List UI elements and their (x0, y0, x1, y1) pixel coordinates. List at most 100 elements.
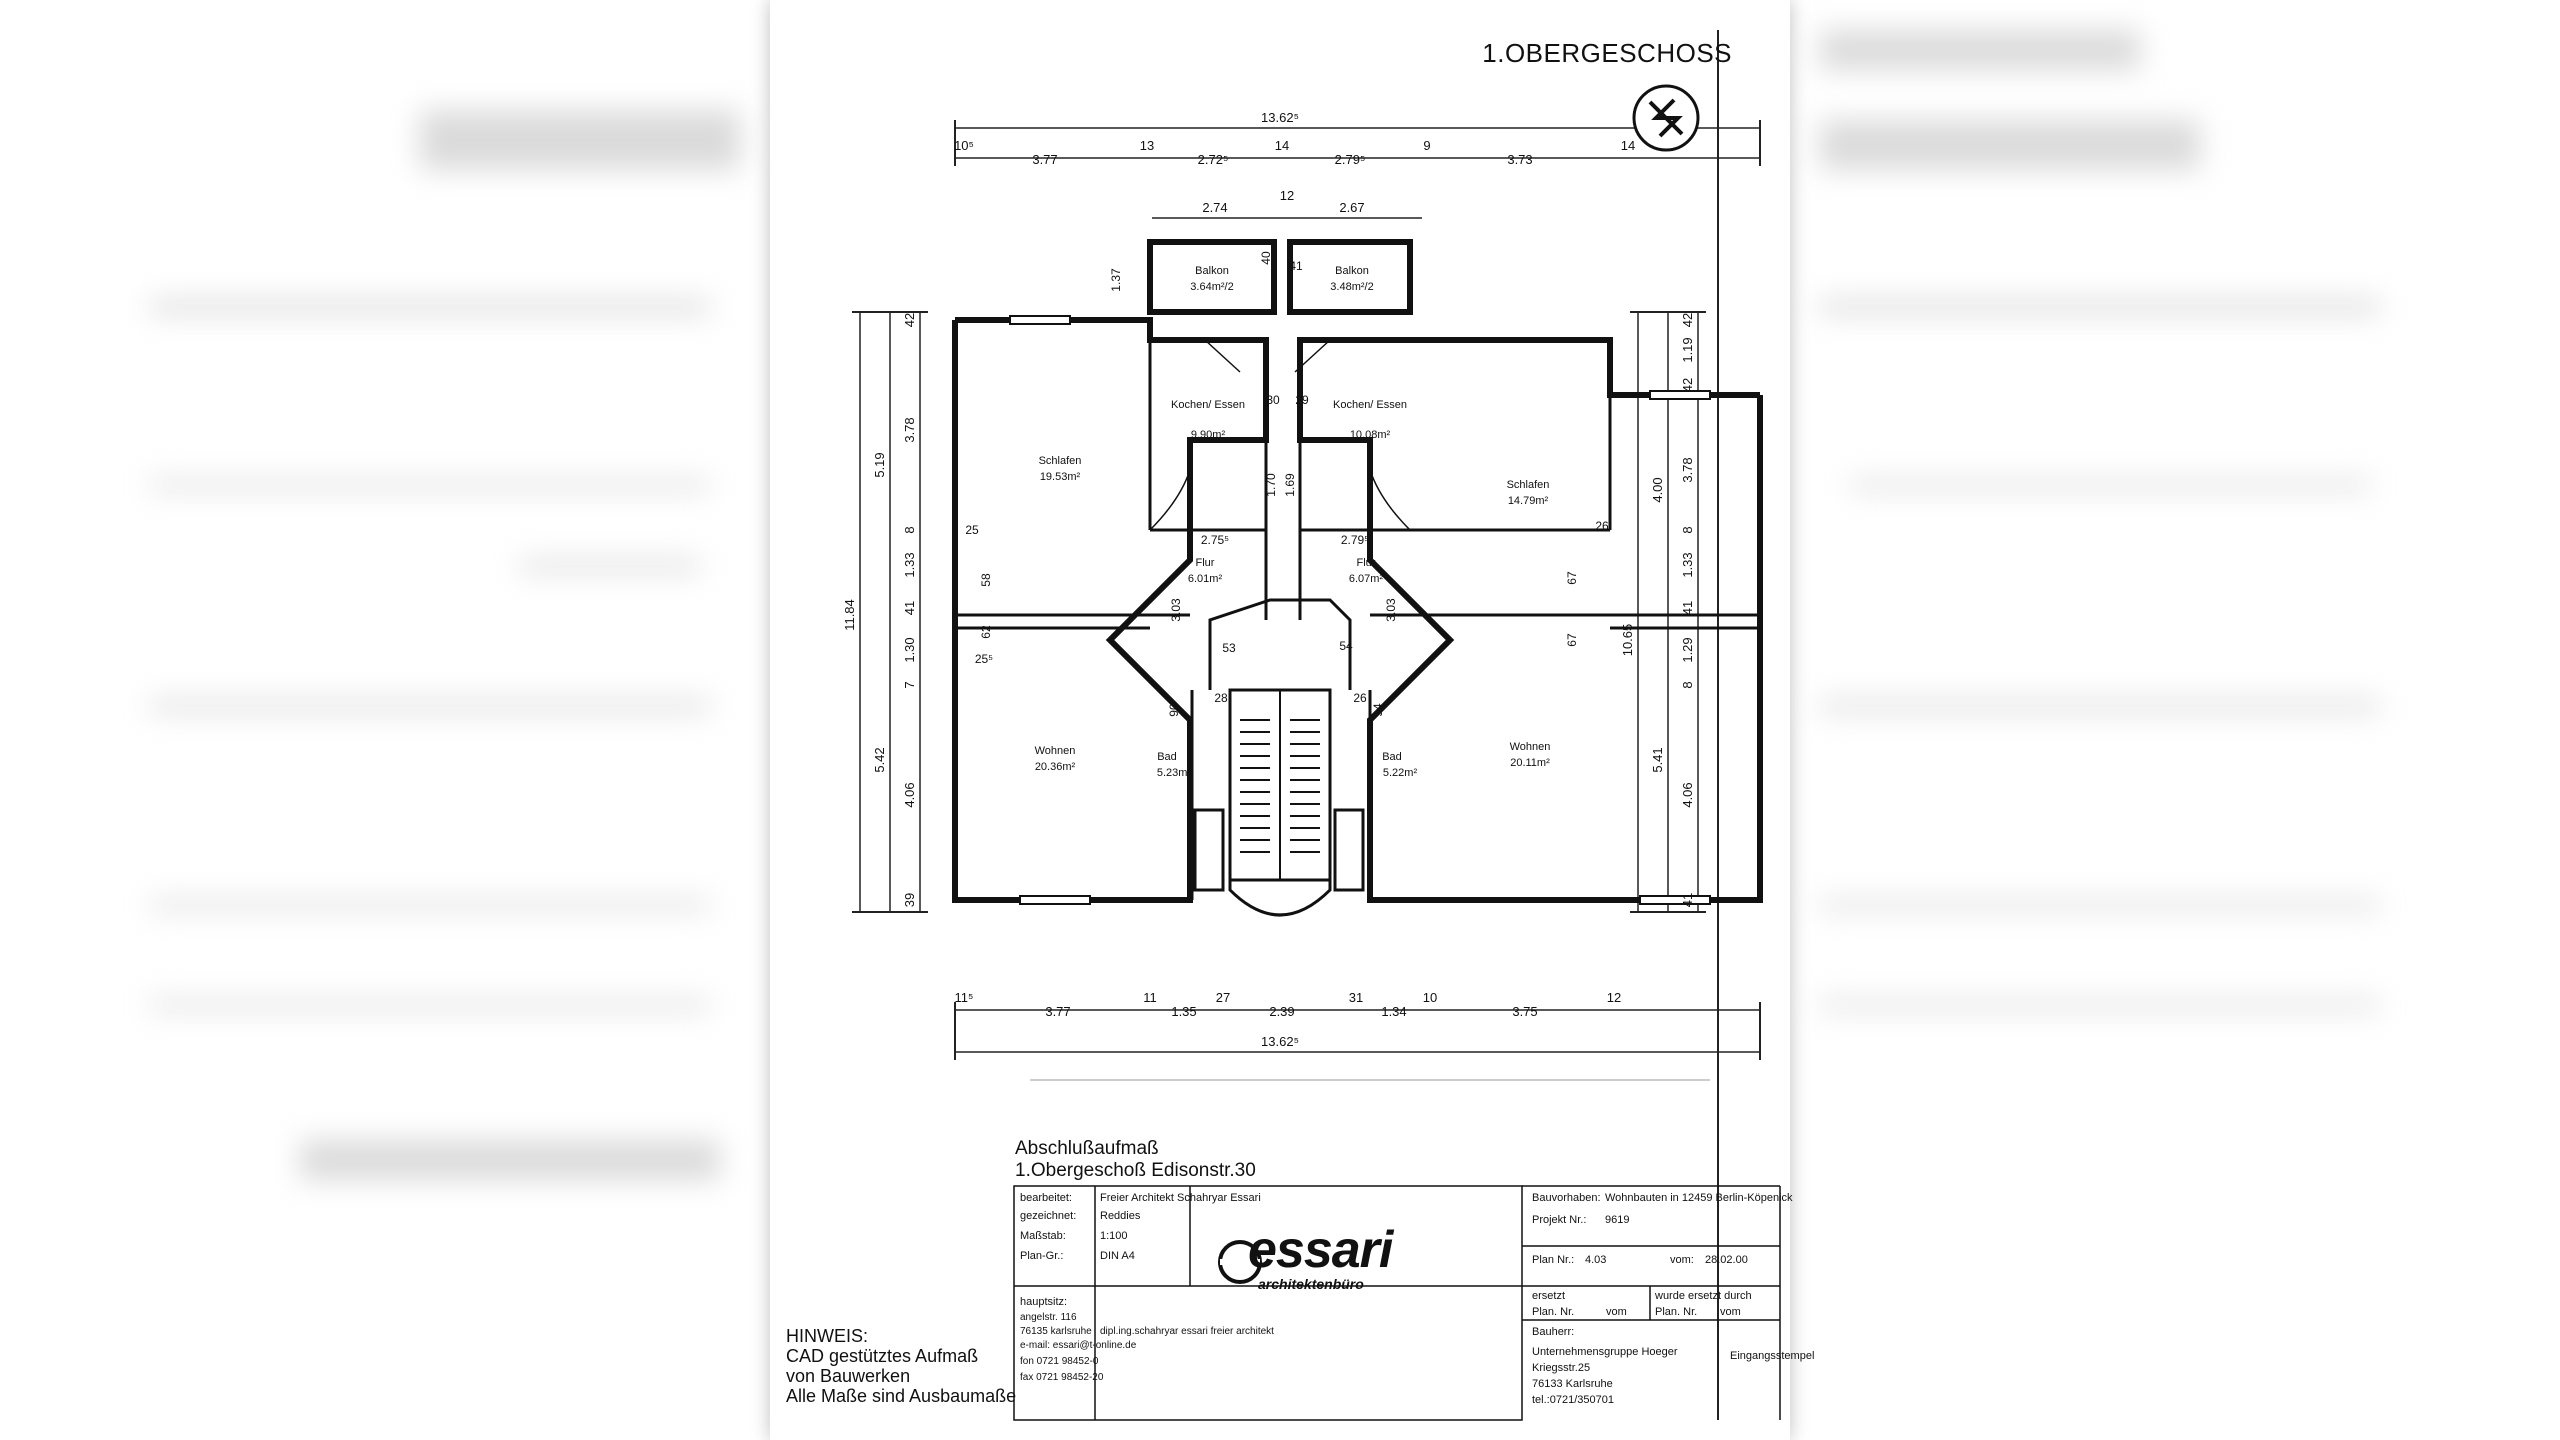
dim-misc: 67 (1565, 633, 1579, 647)
dim-bottom-seg: 1.34 (1381, 1004, 1406, 1019)
dim-misc: 94 (1371, 703, 1385, 717)
stair-step-number: 53 (1222, 641, 1236, 655)
note-block: HINWEIS: CAD gestütztes Aufmaß von Bauwe… (786, 1326, 1016, 1406)
room-area: 6.07m² (1349, 573, 1384, 585)
stair-step-number: 54 (1339, 639, 1353, 653)
room-name: Schlafen (1039, 455, 1082, 467)
tb-label: bearbeitet: (1020, 1192, 1072, 1204)
dim-top-seg: 3.77 (1032, 152, 1057, 167)
dim-misc: 41 (1289, 259, 1303, 273)
dim-misc: 3.03 (1384, 598, 1398, 622)
note-line: HINWEIS: (786, 1326, 869, 1346)
room-area: 9.90m² (1191, 429, 1226, 441)
note-line: Alle Maße sind Ausbaumaße (786, 1386, 1017, 1406)
floor-plan-sheet: 1.OBERGESCHOSS 13.62⁵ 10⁵ 3.77 13 2.72⁵ … (770, 0, 1814, 1440)
dim-top-seg: 2.72⁵ (1198, 152, 1229, 167)
dim-misc: 67 (1565, 571, 1579, 585)
tb-value: 76133 Karlsruhe (1532, 1378, 1613, 1390)
dim-left-b: 1.30 (902, 637, 917, 662)
dim-right-total: 10.65 (1620, 624, 1635, 657)
tb-label: gezeichnet: (1020, 1210, 1077, 1222)
tb-label: Bauvorhaben: (1532, 1192, 1601, 1204)
dim-top-seg: 14 (1275, 138, 1289, 153)
dim-right-b: 1.19 (1680, 337, 1695, 362)
dim-misc: 25 (965, 523, 979, 537)
room-name: Schlafen (1507, 479, 1550, 491)
room-name: Kochen/ Essen (1333, 399, 1407, 411)
company-logo: essari (1248, 1221, 1393, 1279)
tb-label: hauptsitz: (1020, 1296, 1068, 1308)
dim-balcony: 12 (1280, 188, 1294, 203)
tb-label: Plan-Gr.: (1020, 1250, 1064, 1262)
dim-bottom-seg: 27 (1216, 990, 1230, 1005)
dim-left-b: 42 (902, 313, 917, 327)
dim-bottom-seg: 2.39 (1269, 1004, 1294, 1019)
tb-value: Wohnbauten in 12459 Berlin-Köpenick (1605, 1192, 1793, 1204)
dim-left-a: 5.42 (872, 747, 887, 772)
tb-value: Kriegsstr.25 (1532, 1362, 1591, 1374)
dim-left-a: 5.19 (872, 452, 887, 477)
dim-misc: 26 (1353, 691, 1367, 705)
blurred-background-left (0, 0, 770, 1440)
tb-value: 1:100 (1100, 1230, 1128, 1242)
note-line: CAD gestütztes Aufmaß (786, 1346, 979, 1366)
dim-bottom-seg: 11 (1143, 990, 1157, 1005)
dim-left-b: 1.33 (902, 552, 917, 577)
tb-value: tel.:0721/350701 (1532, 1394, 1614, 1406)
dim-misc: 62 (979, 625, 993, 639)
dim-right-b: 41 (1680, 893, 1695, 907)
dim-bottom-total: 13.62⁵ (1261, 1034, 1299, 1049)
dim-misc: 2.75⁵ (1201, 533, 1229, 547)
tb-value: Reddies (1100, 1210, 1141, 1222)
room-name: Bad (1157, 751, 1177, 763)
drawing-title: Abschlußaufmaß 1.Obergeschoß Edisonstr.3… (1015, 1138, 1535, 1182)
tb-label: wurde ersetzt durch (1655, 1290, 1752, 1302)
room-name: Balkon (1195, 265, 1229, 277)
dim-bottom-seg: 31 (1349, 990, 1363, 1005)
note-line: von Bauwerken (786, 1366, 911, 1386)
room-area: 14.79m² (1508, 495, 1549, 507)
tb-value: Unternehmensgruppe Hoeger (1532, 1346, 1678, 1358)
dim-bottom-seg: 11⁵ (955, 990, 974, 1005)
dim-top-seg: 3.73 (1507, 152, 1532, 167)
dim-top-seg: 13 (1140, 138, 1154, 153)
tb-label: Plan. Nr. (1532, 1306, 1575, 1318)
dim-misc: 30 (1266, 393, 1280, 407)
room-name: Flur (1357, 557, 1376, 569)
tb-value: angelstr. 116 (1020, 1312, 1077, 1323)
dim-left-b: 4.06 (902, 782, 917, 807)
tb-label: Plan. Nr. (1655, 1306, 1698, 1318)
dim-right-a: 5.41 (1650, 747, 1665, 772)
tb-value: fon 0721 98452-0 (1020, 1356, 1099, 1367)
tb-label: ersetzt (1532, 1290, 1566, 1302)
dim-balcony: 2.67 (1339, 200, 1364, 215)
room-name: Bad (1382, 751, 1402, 763)
dim-right-b: 1.33 (1680, 552, 1695, 577)
dimension-labels: 13.62⁵ 10⁵ 3.77 13 2.72⁵ 14 2.79⁵ 9 3.73… (842, 110, 1695, 1049)
dim-bottom-seg: 3.75 (1512, 1004, 1537, 1019)
dim-misc: 29 (1295, 393, 1309, 407)
dim-left-b: 3.78 (902, 417, 917, 442)
dim-bottom-seg: 12 (1607, 990, 1621, 1005)
dim-bottom-seg: 10 (1423, 990, 1437, 1005)
tb-label: vom (1606, 1306, 1627, 1318)
dim-right-b: 8 (1680, 681, 1695, 688)
dim-right-b: 1.29 (1680, 637, 1695, 662)
tb-value: 28.02.00 (1705, 1254, 1748, 1266)
tb-value: 9619 (1605, 1214, 1630, 1226)
tb-label: Eingangsstempel (1730, 1350, 1815, 1362)
room-name: Flur (1196, 557, 1215, 569)
dim-balcony: 2.74 (1202, 200, 1227, 215)
dim-left-total: 11.84 (842, 599, 857, 631)
room-name: Wohnen (1035, 745, 1076, 757)
dim-right-b: 3.78 (1680, 457, 1695, 482)
dim-misc: 2.79⁵ (1341, 533, 1369, 547)
logo-mark (1218, 1240, 1262, 1284)
tb-label: Maßstab: (1020, 1230, 1066, 1242)
dim-top-seg: 2.79⁵ (1335, 152, 1366, 167)
dim-misc: 1.69 (1283, 473, 1297, 497)
tb-label: Plan Nr.: (1532, 1254, 1575, 1266)
room-area: 20.11m² (1510, 757, 1550, 769)
tb-value: e-mail: essari@t-online.de (1020, 1340, 1137, 1351)
dim-misc: 25⁵ (975, 652, 993, 666)
